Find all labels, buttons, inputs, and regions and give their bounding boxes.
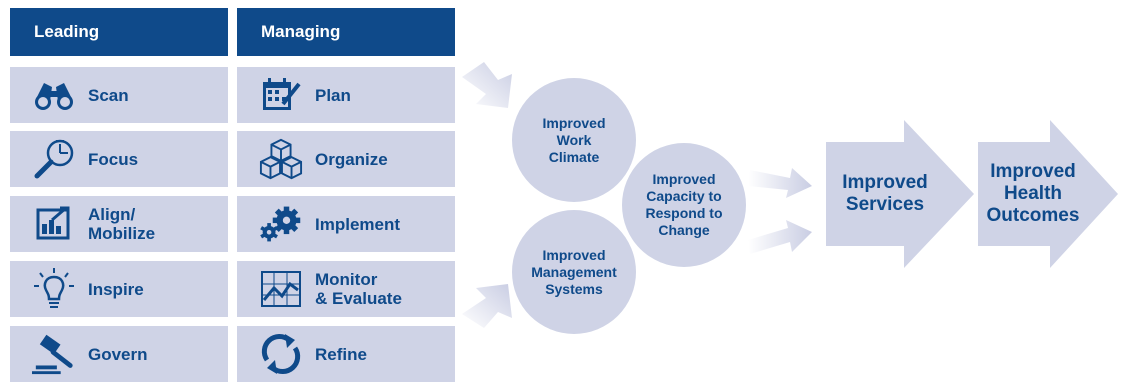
health-outcomes-label: Improved Health Outcomes xyxy=(986,161,1080,226)
health-outcomes-arrow: Improved Health Outcomes xyxy=(978,120,1118,268)
leading-govern: Govern xyxy=(10,326,228,382)
health-arrow-shape xyxy=(978,120,1118,268)
managing-label: Refine xyxy=(315,344,367,364)
leading-scan: Scan xyxy=(10,67,228,123)
line-chart-icon xyxy=(259,267,303,311)
work-climate-circle: Improved Work Climate xyxy=(512,78,636,202)
leading-label: Focus xyxy=(88,149,139,169)
cubes-icon xyxy=(259,137,303,181)
leading-label: Govern xyxy=(88,344,148,364)
management-systems-circle: Improved Management Systems xyxy=(512,210,636,334)
services-arrow: Improved Services xyxy=(826,120,974,268)
arrow-to-work-climate xyxy=(462,62,512,108)
managing-refine: Refine xyxy=(237,326,455,382)
arrow-to-management-systems xyxy=(462,284,512,328)
managing-organize: Organize xyxy=(237,131,455,187)
lightbulb-icon xyxy=(32,267,76,311)
align-chart-icon xyxy=(32,202,76,246)
managing-monitor-evaluate: Monitor & Evaluate xyxy=(237,261,455,317)
managing-label: Implement xyxy=(315,214,401,234)
managing-header: Managing xyxy=(237,8,455,56)
managing-label: Organize xyxy=(315,149,388,169)
managing-plan: Plan xyxy=(237,67,455,123)
gavel-icon xyxy=(32,332,76,376)
managing-implement: Implement xyxy=(237,196,455,252)
leading-label: Inspire xyxy=(88,279,144,299)
leading-focus: Focus xyxy=(10,131,228,187)
services-label: Improved Services xyxy=(842,172,928,215)
leading-label: Scan xyxy=(88,85,129,105)
managing-label: Monitor & Evaluate xyxy=(315,270,402,308)
leading-align-mobilize: Align/ Mobilize xyxy=(10,196,228,252)
leading-inspire: Inspire xyxy=(10,261,228,317)
leading-header: Leading xyxy=(10,8,228,56)
binoculars-icon xyxy=(32,73,76,117)
gears-icon xyxy=(259,202,303,246)
calendar-icon xyxy=(259,73,303,117)
refresh-arrows-icon xyxy=(259,332,303,376)
services-arrow-shape xyxy=(826,120,974,268)
leading-label: Align/ Mobilize xyxy=(88,205,156,243)
arrow-upper-to-services xyxy=(748,168,812,198)
magnifier-icon xyxy=(32,137,76,181)
arrow-lower-to-services xyxy=(748,220,812,254)
capacity-circle: Improved Capacity to Respond to Change xyxy=(622,143,746,267)
managing-label: Plan xyxy=(315,85,351,105)
